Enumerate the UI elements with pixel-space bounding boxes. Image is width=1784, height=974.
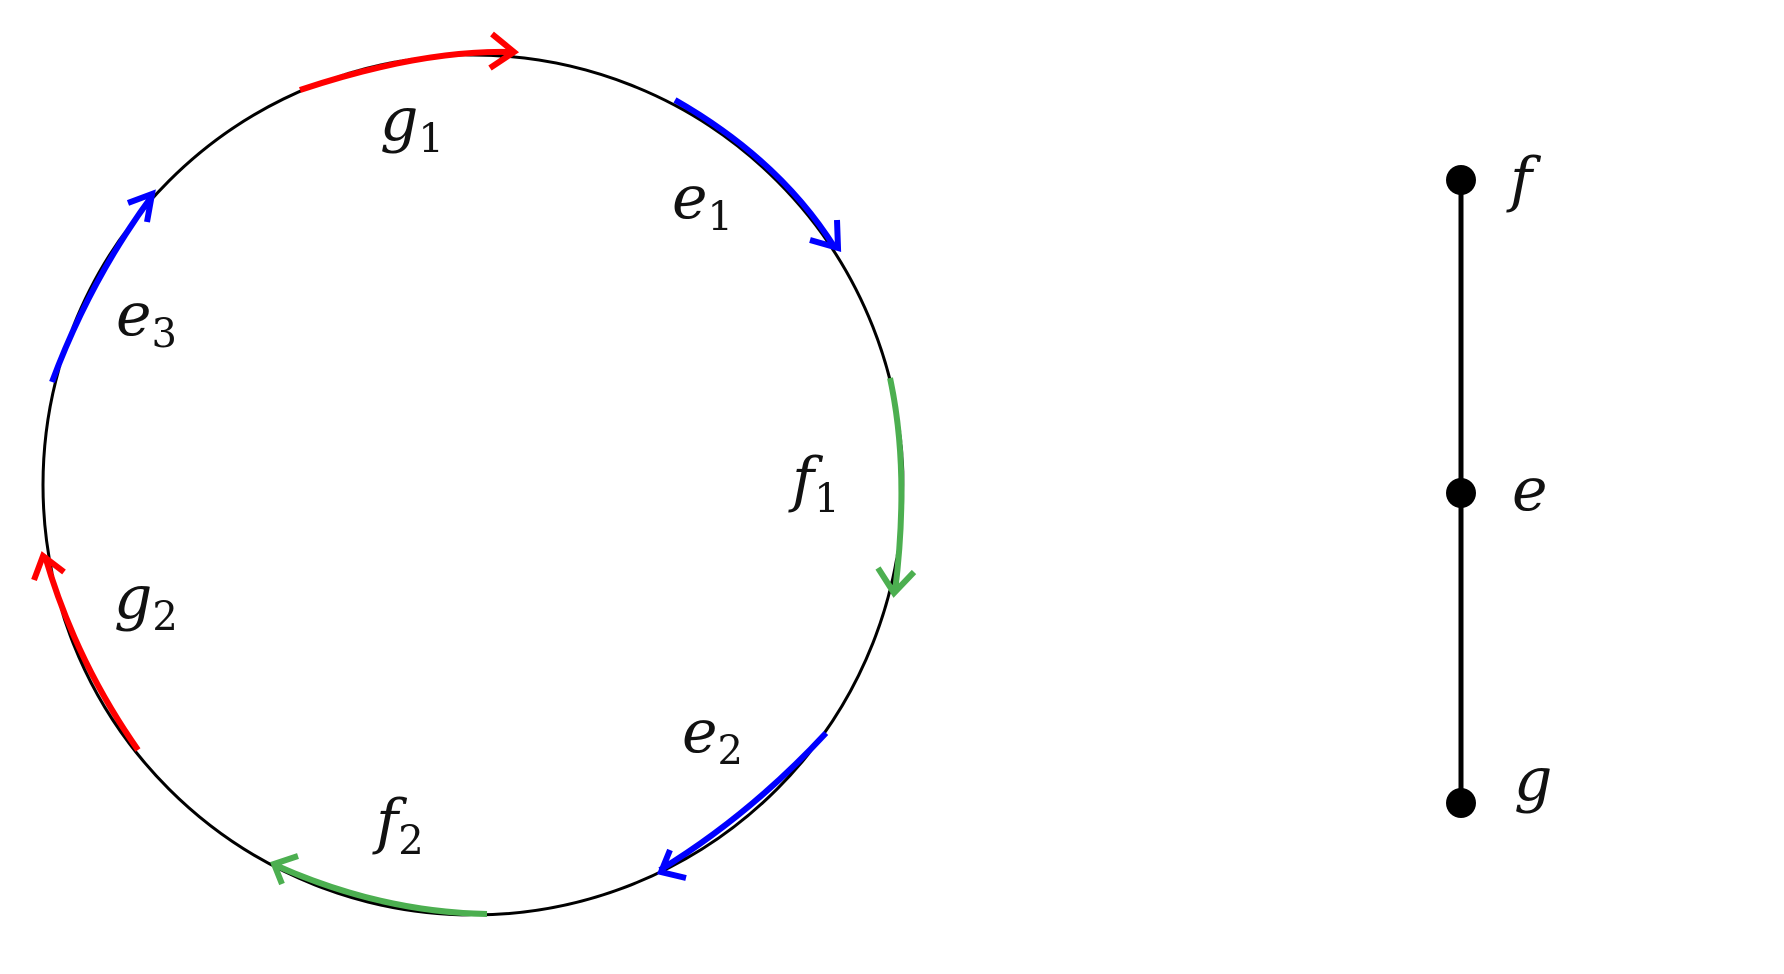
arc-f1 xyxy=(887,377,905,593)
label-g1-main: g xyxy=(380,85,418,155)
label-e2: e2 xyxy=(682,697,743,774)
label-e1: e1 xyxy=(672,163,733,240)
label-f1-sub: 1 xyxy=(814,476,839,522)
arrowhead-g2 xyxy=(31,551,66,582)
label-e1-main: e xyxy=(672,163,708,233)
arrowhead-e1 xyxy=(809,219,842,253)
label-e1-sub: 1 xyxy=(708,194,733,240)
arc-g1 xyxy=(299,48,511,93)
label-g2: g2 xyxy=(114,563,178,640)
label-g2-main: g xyxy=(114,563,152,633)
label-f2: f2 xyxy=(372,787,424,864)
node-g-label: g xyxy=(1514,745,1552,815)
arrowhead-f1 xyxy=(875,566,917,598)
node-f-label: f xyxy=(1506,145,1542,215)
arrowhead-e2 xyxy=(656,848,687,881)
arrowhead-f2 xyxy=(270,853,299,886)
label-e2-main: e xyxy=(682,697,718,767)
path-graph: f e g xyxy=(1446,145,1552,818)
label-e3: e3 xyxy=(116,280,177,357)
label-f2-sub: 2 xyxy=(398,818,423,864)
label-e3-sub: 3 xyxy=(152,311,177,357)
label-e2-sub: 2 xyxy=(718,728,743,774)
node-e xyxy=(1446,478,1476,508)
circle-diagram: g1 e1 f1 e2 f2 g2 e3 xyxy=(31,31,917,917)
arrowhead-e3 xyxy=(126,189,156,223)
node-g xyxy=(1446,788,1476,818)
node-e-label: e xyxy=(1512,455,1548,525)
arc-e2 xyxy=(658,730,829,873)
arc-f2 xyxy=(273,862,488,917)
label-g2-sub: 2 xyxy=(152,594,177,640)
label-e3-main: e xyxy=(116,280,152,350)
node-f xyxy=(1446,165,1476,195)
arc-g2 xyxy=(42,555,141,752)
label-g1-sub: 1 xyxy=(418,116,443,162)
arc-e3 xyxy=(49,194,155,384)
arc-e1 xyxy=(673,97,838,250)
label-g1: g1 xyxy=(380,85,444,162)
label-f1: f1 xyxy=(788,445,840,522)
arrowhead-g1 xyxy=(488,31,520,71)
